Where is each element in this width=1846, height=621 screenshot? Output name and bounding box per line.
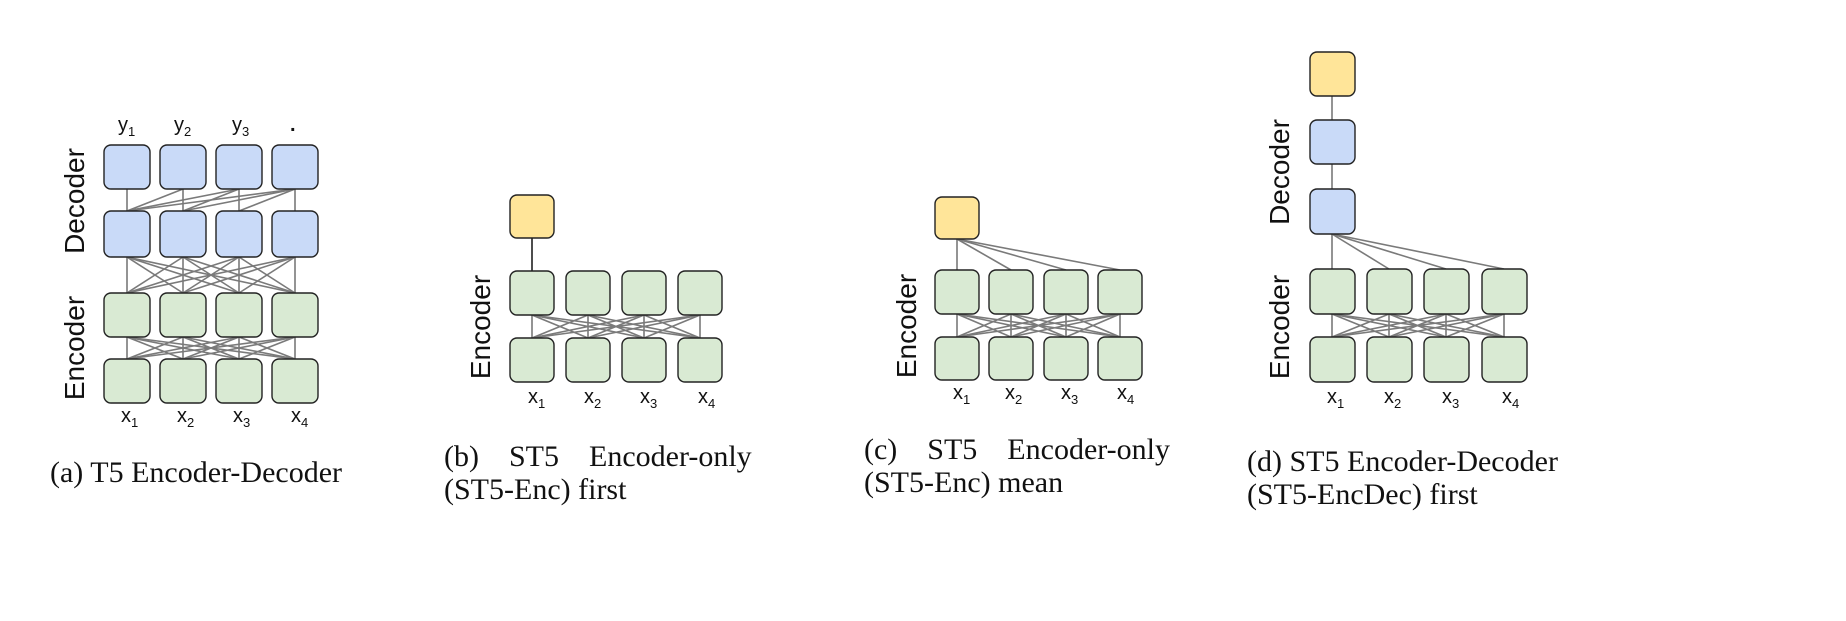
encoder-cell: [565, 270, 611, 316]
encoder-cell: [565, 337, 611, 383]
panel-a-encoder-bottom-layer: [103, 358, 319, 404]
decoder-cell: [1309, 119, 1356, 165]
decoder-side-label: Decoder: [1264, 119, 1295, 225]
encoder-side-label: Encoder: [465, 275, 496, 379]
encoder-cell: [1423, 336, 1470, 383]
input-token: x1: [528, 386, 545, 411]
input-token: x2: [1384, 386, 1401, 411]
encoder-cell: [934, 336, 980, 381]
encoder-side-label: Encoder: [59, 296, 90, 400]
panel-a-encoder-top-layer: [103, 292, 319, 338]
output-token: .: [290, 114, 296, 136]
input-token: x3: [1442, 386, 1459, 411]
panel-d-caption-line-2: (ST5-EncDec) first: [1247, 478, 1478, 511]
panel-d-encoder-top-layer: [1309, 268, 1528, 315]
encoder-cell: [621, 337, 667, 383]
input-token: x3: [233, 405, 250, 430]
decoder-cell: [271, 144, 319, 190]
input-token: x4: [1117, 382, 1134, 407]
panel-a-connections: [126, 188, 296, 360]
decoder-cell: [271, 210, 319, 258]
panel-a: y1 y2 y3 . x1 x2 x3 x4 Decoder Encoder (…: [50, 114, 342, 489]
encoder-cell: [1043, 269, 1089, 315]
panel-b-encoder-top-layer: [509, 270, 723, 316]
encoder-cell: [271, 358, 319, 404]
output-token: y2: [174, 114, 191, 139]
panel-a-decoder-top-layer: [103, 144, 319, 190]
decoder-cell: [1309, 188, 1356, 235]
input-token: x3: [640, 386, 657, 411]
encoder-cell: [1481, 268, 1528, 315]
output-embedding-cell: [934, 196, 980, 240]
panel-b-caption-line-2: (ST5-Enc) first: [444, 473, 627, 506]
encoder-side-label: Encoder: [1264, 275, 1295, 379]
encoder-cell: [509, 270, 555, 316]
decoder-cell: [103, 210, 151, 258]
input-token: x2: [177, 405, 194, 430]
panel-d-connections: [1331, 96, 1505, 338]
panel-d-encoder-bottom-layer: [1309, 336, 1528, 383]
encoder-cell: [159, 292, 207, 338]
encoder-cell: [1097, 336, 1143, 381]
input-token: x4: [1502, 386, 1519, 411]
panel-d: x1 x2 x3 x4 Decoder Encoder (d) ST5 Enco…: [1247, 51, 1558, 511]
panel-b-encoder-bottom-layer: [509, 337, 723, 383]
encoder-cell: [988, 269, 1034, 315]
panel-c: x1 x2 x3 x4 Encoder (c) ST5 Encoder-only…: [864, 196, 1170, 499]
input-token: x1: [121, 405, 138, 430]
decoder-cell: [103, 144, 151, 190]
panel-b-connections: [531, 238, 701, 339]
encoder-cell: [1097, 269, 1143, 315]
encoder-cell: [988, 336, 1034, 381]
panel-c-connections: [956, 238, 1121, 338]
input-token: x1: [953, 382, 970, 407]
output-token: y1: [118, 114, 135, 139]
encoder-cell: [1309, 336, 1356, 383]
encoder-cell: [1423, 268, 1470, 315]
encoder-cell: [271, 292, 319, 338]
encoder-cell: [677, 270, 723, 316]
encoder-cell: [1366, 336, 1413, 383]
panel-c-caption-line-1: (c) ST5 Encoder-only: [864, 433, 1170, 466]
encoder-cell: [509, 337, 555, 383]
panel-a-caption: (a) T5 Encoder-Decoder: [50, 456, 342, 489]
panel-d-caption-line-1: (d) ST5 Encoder-Decoder: [1247, 445, 1558, 478]
panel-b-caption-line-1: (b) ST5 Encoder-only: [444, 440, 752, 473]
encoder-cell: [1309, 268, 1356, 315]
output-embedding-cell: [1309, 51, 1356, 97]
decoder-cell: [215, 144, 263, 190]
encoder-cell: [215, 358, 263, 404]
encoder-cell: [103, 292, 151, 338]
input-token: x2: [1005, 382, 1022, 407]
decoder-cell: [215, 210, 263, 258]
input-token: x2: [584, 386, 601, 411]
panel-c-caption-line-2: (ST5-Enc) mean: [864, 466, 1063, 499]
panel-a-decoder-bottom-layer: [103, 210, 319, 258]
panel-b: x1 x2 x3 x4 Encoder (b) ST5 Encoder-only…: [444, 194, 752, 506]
encoder-cell: [1043, 336, 1089, 381]
input-token: x1: [1327, 386, 1344, 411]
input-token: x4: [698, 386, 715, 411]
output-token: y3: [232, 114, 249, 139]
encoder-side-label: Encoder: [891, 274, 922, 378]
panel-c-encoder-bottom-layer: [934, 336, 1143, 381]
input-token: x3: [1061, 382, 1078, 407]
encoder-cell: [621, 270, 667, 316]
encoder-cell: [677, 337, 723, 383]
input-token: x4: [291, 405, 308, 430]
encoder-cell: [159, 358, 207, 404]
decoder-side-label: Decoder: [59, 148, 90, 254]
panel-c-encoder-top-layer: [934, 269, 1143, 315]
encoder-cell: [103, 358, 151, 404]
encoder-cell: [1366, 268, 1413, 315]
encoder-cell: [1481, 336, 1528, 383]
decoder-cell: [159, 144, 207, 190]
encoder-cell: [934, 269, 980, 315]
decoder-cell: [159, 210, 207, 258]
output-embedding-cell: [509, 194, 555, 239]
encoder-cell: [215, 292, 263, 338]
